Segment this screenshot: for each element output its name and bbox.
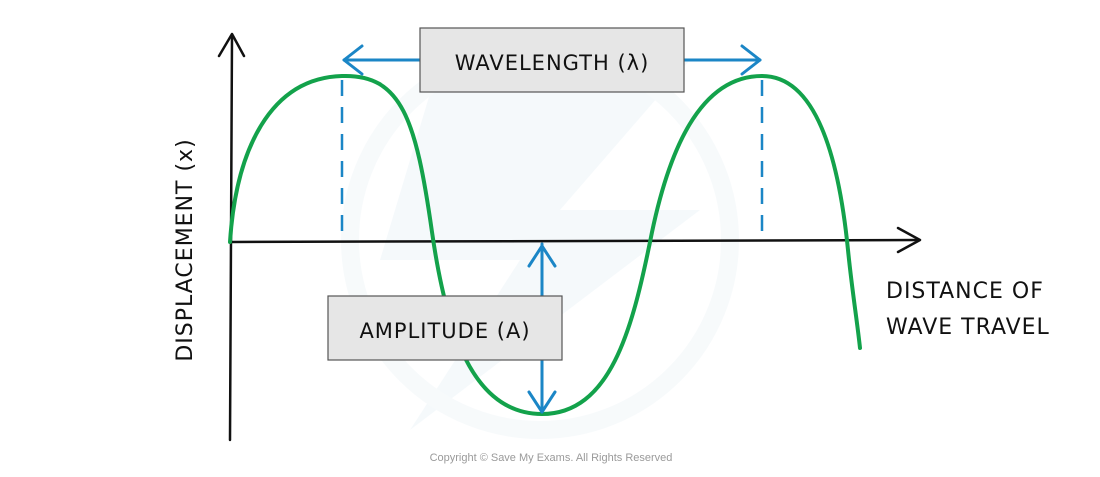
y-axis-arrowhead xyxy=(217,32,246,58)
y-axis-label: DISPLACEMENT (x) xyxy=(173,138,198,361)
amplitude-label-box: AMPLITUDE (A) xyxy=(327,295,563,361)
x-axis-label-line1: DISTANCE OF xyxy=(886,279,1044,304)
amplitude-label: AMPLITUDE (A) xyxy=(359,319,530,343)
amplitude-bottom-arrowhead xyxy=(527,390,557,414)
copyright-notice: Copyright © Save My Exams. All Rights Re… xyxy=(430,452,673,464)
amplitude-top-arrowhead xyxy=(527,244,557,268)
wavelength-left-arrowhead xyxy=(342,44,364,76)
x-axis-arrowhead xyxy=(896,226,922,254)
wavelength-right-arrowhead xyxy=(740,44,762,76)
x-axis-label-line2: WAVE TRAVEL xyxy=(886,315,1050,340)
wavelength-arrows xyxy=(342,44,762,76)
wavelength-label: WAVELENGTH (λ) xyxy=(455,51,650,75)
x-axis xyxy=(228,238,920,244)
wave-curve xyxy=(228,73,862,416)
wavelength-label-box: WAVELENGTH (λ) xyxy=(419,27,685,93)
